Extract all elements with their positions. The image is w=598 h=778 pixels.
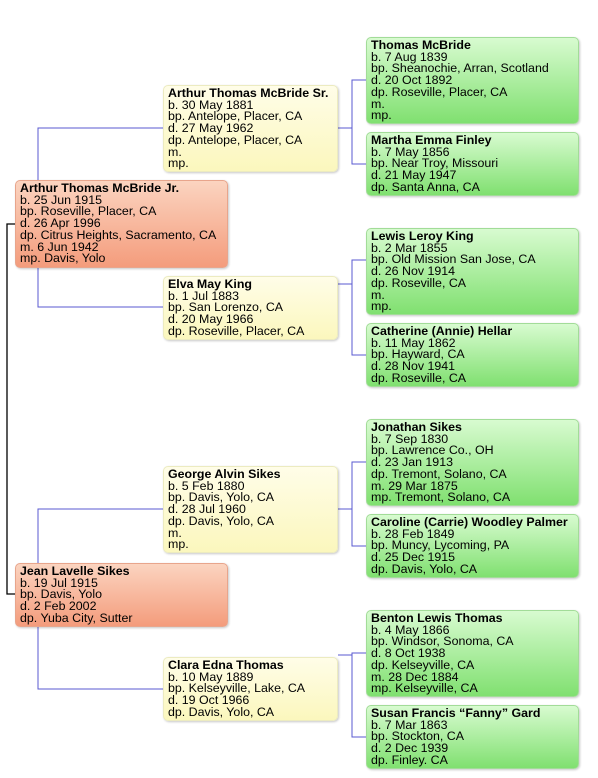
person-name: Jean Lavelle Sikes (20, 564, 130, 578)
person-box[interactable]: Jonathan Sikes b. 7 Sep 1830 bp. Lawrenc… (366, 419, 579, 506)
marriage-place: mp. (371, 108, 392, 123)
death-place: dp. Citrus Heights, Sacramento, CA (20, 227, 217, 242)
birth-date: b. 2 Mar 1855 (371, 240, 448, 255)
death-date: d. 26 Nov 1914 (371, 264, 456, 279)
death-place: dp. Davis, Yolo, CA (168, 513, 275, 528)
death-date: d. 21 May 1947 (371, 168, 457, 183)
person-name: Arthur Thomas McBride Jr. (20, 181, 180, 195)
birth-place: bp. Windsor, Sonoma, CA (371, 634, 514, 649)
death-place: dp. Roseville, CA (371, 370, 467, 385)
death-date: d. 23 Jan 1913 (371, 455, 453, 470)
death-place: dp. Roseville, Placer, CA (371, 84, 508, 99)
birth-place: bp. Roseville, Placer, CA (20, 204, 157, 219)
marriage-date: m. 28 Dec 1884 (371, 669, 459, 684)
death-place: dp. Kelseyville, CA (371, 657, 475, 672)
death-date: d. 20 Oct 1892 (371, 73, 453, 88)
death-place: dp. Tremont, Solano, CA (371, 466, 507, 481)
person-box[interactable]: Benton Lewis Thomas b. 4 May 1866 bp. Wi… (366, 610, 579, 697)
marriage-date: m. 6 Jun 1942 (20, 239, 99, 254)
person-name: Thomas McBride (371, 38, 471, 52)
marriage-place: mp. (371, 299, 392, 314)
death-place: dp. Davis, Yolo, CA (371, 561, 478, 576)
birth-place: bp. Stockton, CA (371, 729, 464, 744)
birth-date: b. 5 Feb 1880 (168, 478, 245, 493)
birth-place: bp. Muncy, Lycoming, PA (371, 538, 510, 553)
birth-date: b. 19 Jul 1915 (20, 575, 98, 590)
person-name: Martha Emma Finley (371, 133, 492, 147)
birth-place: bp. Near Troy, Missouri (371, 156, 499, 171)
person-box[interactable]: Clara Edna Thomas b. 10 May 1889 bp. Kel… (163, 657, 338, 721)
birth-place: bp. Sheanochie, Arran, Scotland (371, 61, 549, 76)
marriage-place: mp. Kelseyville, CA (371, 681, 478, 696)
death-date: d. 27 May 1962 (168, 121, 254, 136)
person-box[interactable]: Arthur Thomas McBride Sr. b. 30 May 1881… (163, 85, 338, 172)
death-date: d. 20 May 1966 (168, 312, 254, 327)
death-date: d. 26 Apr 1996 (20, 216, 101, 231)
death-place: dp. Santa Anna, CA (371, 179, 480, 194)
birth-date: b. 7 Aug 1839 (371, 49, 448, 64)
person-name: George Alvin Sikes (168, 467, 281, 481)
death-date: d. 2 Feb 2002 (20, 599, 97, 614)
death-place: dp. Antelope, Placer, CA (168, 132, 303, 147)
birth-place: bp. San Lorenzo, CA (168, 300, 284, 315)
birth-place: bp. Davis, Yolo (20, 587, 102, 602)
birth-date: b. 25 Jun 1915 (20, 192, 102, 207)
death-place: dp. Davis, Yolo, CA (168, 704, 275, 719)
person-box[interactable]: Caroline (Carrie) Woodley Palmer b. 28 F… (366, 514, 579, 578)
person-name: Susan Francis “Fanny” Gard (371, 706, 541, 720)
marriage-date: m. 29 Mar 1875 (371, 478, 458, 493)
marriage-place: mp. (168, 537, 189, 552)
person-name: Caroline (Carrie) Woodley Palmer (371, 515, 568, 529)
marriage-place: mp. Davis, Yolo (20, 251, 106, 266)
death-date: d. 25 Dec 1915 (371, 550, 456, 565)
birth-date: b. 4 May 1866 (371, 622, 450, 637)
person-box[interactable]: Susan Francis “Fanny” Gard b. 7 Mar 1863… (366, 705, 579, 769)
person-name: Lewis Leroy King (371, 229, 474, 243)
person-box[interactable]: Catherine (Annie) Hellar b. 11 May 1862 … (366, 323, 579, 387)
birth-place: bp. Kelseyville, Lake, CA (168, 681, 306, 696)
death-date: d. 19 Oct 1966 (168, 693, 250, 708)
death-place: dp. Finley. CA (371, 752, 448, 767)
person-box[interactable]: Jean Lavelle Sikes b. 19 Jul 1915 bp. Da… (15, 563, 228, 627)
death-date: d. 28 Nov 1941 (371, 359, 456, 374)
person-box[interactable]: George Alvin Sikes b. 5 Feb 1880 bp. Dav… (163, 466, 338, 553)
person-name: Elva May King (168, 277, 253, 291)
birth-date: b. 11 May 1862 (371, 335, 456, 350)
death-date: d. 2 Dec 1939 (371, 741, 449, 756)
person-box[interactable]: Thomas McBride b. 7 Aug 1839 bp. Sheanoc… (366, 37, 579, 124)
death-place: dp. Yuba City, Sutter (20, 610, 133, 625)
birth-place: bp. Lawrence Co., OH (371, 443, 494, 458)
person-box[interactable]: Arthur Thomas McBride Jr. b. 25 Jun 1915… (15, 180, 228, 268)
person-box[interactable]: Elva May King b. 1 Jul 1883 bp. San Lore… (163, 276, 338, 340)
birth-date: b. 10 May 1889 (168, 669, 254, 684)
birth-date: b. 7 Sep 1830 (371, 431, 449, 446)
death-place: dp. Roseville, CA (371, 275, 467, 290)
marriage-date: m. (168, 525, 182, 540)
birth-date: b. 7 May 1856 (371, 144, 450, 159)
person-name: Catherine (Annie) Hellar (371, 324, 513, 338)
birth-date: b. 30 May 1881 (168, 97, 254, 112)
person-name: Benton Lewis Thomas (371, 611, 503, 625)
birth-date: b. 1 Jul 1883 (168, 288, 239, 303)
birth-place: bp. Antelope, Placer, CA (168, 109, 303, 124)
death-date: d. 8 Oct 1938 (371, 646, 446, 661)
person-name: Arthur Thomas McBride Sr. (168, 86, 329, 100)
death-place: dp. Roseville, Placer, CA (168, 323, 305, 338)
person-box[interactable]: Martha Emma Finley b. 7 May 1856 bp. Nea… (366, 132, 579, 196)
marriage-place: mp. Tremont, Solano, CA (371, 490, 511, 505)
birth-place: bp. Old Mission San Jose, CA (371, 252, 536, 267)
marriage-date: m. (371, 96, 385, 111)
birth-place: bp. Hayward, CA (371, 347, 465, 362)
marriage-place: mp. (168, 156, 189, 171)
marriage-date: m. (371, 287, 385, 302)
person-name: Jonathan Sikes (371, 420, 462, 434)
death-date: d. 28 Jul 1960 (168, 502, 246, 517)
marriage-date: m. (168, 144, 182, 159)
birth-date: b. 28 Feb 1849 (371, 526, 455, 541)
person-box[interactable]: Lewis Leroy King b. 2 Mar 1855 bp. Old M… (366, 228, 579, 315)
birth-place: bp. Davis, Yolo, CA (168, 490, 275, 505)
person-name: Clara Edna Thomas (168, 658, 284, 672)
birth-date: b. 7 Mar 1863 (371, 717, 448, 732)
